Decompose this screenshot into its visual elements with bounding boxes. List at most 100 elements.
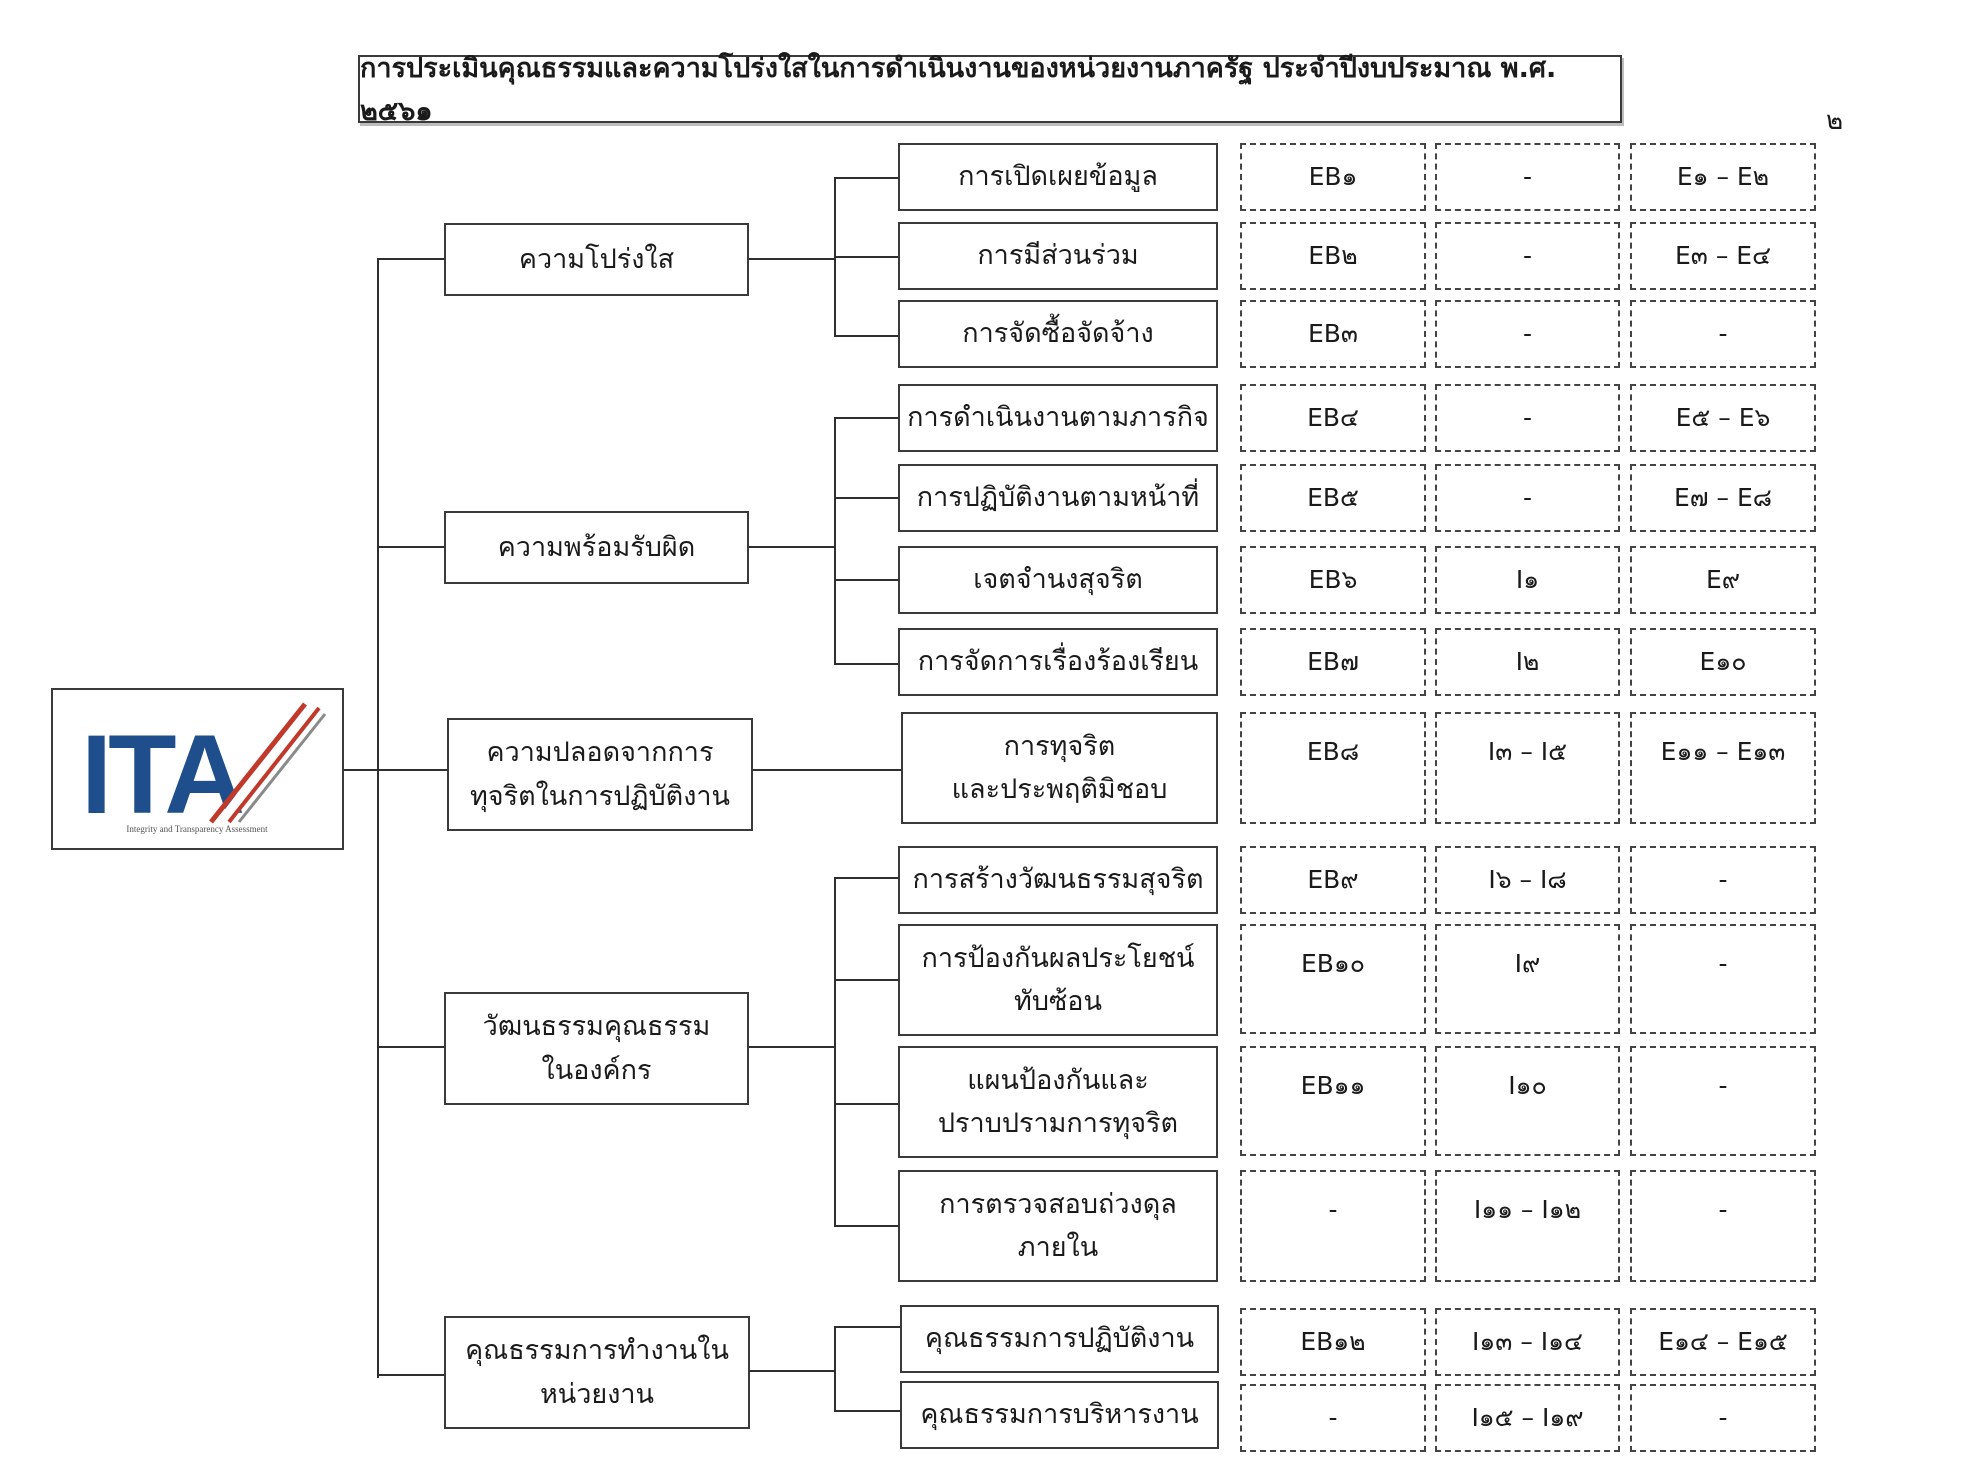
eb-value: EB๑๑ [1300,1071,1366,1100]
e-value: E๗ – E๘ [1673,483,1773,512]
indicator-label: เจตจำนงสุจริต [973,564,1143,596]
e-cell: E๕ – E๖ [1630,384,1816,452]
i-cell: - [1435,300,1620,368]
e-cell: E๑๔ – E๑๕ [1630,1308,1816,1376]
connector-line [377,258,379,1378]
connector-line [377,769,447,771]
connector-line [377,546,444,548]
i-cell: I๑๕ – I๑๙ [1435,1384,1620,1452]
indicator-box: การเปิดเผยข้อมูล [898,143,1218,211]
i-value: - [1522,483,1533,512]
i-cell: I๖ – I๘ [1435,846,1620,914]
connector-line [377,1374,444,1376]
category-corruption-free: ความปลอดจากการ ทุจริตในการปฏิบัติงาน [447,718,753,831]
connector-line [749,1046,836,1048]
e-cell: - [1630,1170,1816,1282]
i-cell: - [1435,464,1620,532]
eb-value: EB๑๒ [1300,1327,1366,1356]
i-cell: I๑๑ – I๑๒ [1435,1170,1620,1282]
e-value: E๑๐ [1699,647,1747,676]
indicator-box: การสร้างวัฒนธรรมสุจริต [898,846,1218,914]
ita-logo-subtitle: Integrity and Transparency Assessment [126,824,268,834]
i-value: - [1522,241,1533,270]
category-label-line2: ทุจริตในการปฏิบัติงาน [469,780,731,812]
connector-line [834,979,898,981]
indicator-label: การเปิดเผยข้อมูล [958,161,1158,193]
indicator-label-line1: การทุจริต [1003,730,1116,762]
connector-line [749,546,836,548]
e-value: E๓ – E๔ [1675,241,1771,270]
i-cell: - [1435,143,1620,211]
indicator-label: การสร้างวัฒนธรรมสุจริต [912,864,1204,896]
connector-line [834,417,836,665]
i-value: I๒ [1515,647,1540,676]
indicator-box: การทุจริต และประพฤติมิชอบ [901,712,1218,824]
eb-cell: - [1240,1170,1426,1282]
i-value: I๑ [1515,565,1540,594]
indicator-label-line1: แผนป้องกันและ [967,1064,1149,1096]
indicator-box: การมีส่วนร่วม [898,222,1218,290]
e-cell: E๑๑ – E๑๓ [1630,712,1816,824]
category-label-line1: คุณธรรมการทำงานใน [465,1335,729,1367]
indicator-label: การจัดการเรื่องร้องเรียน [917,646,1199,678]
connector-line [750,1370,836,1372]
i-cell: I๙ [1435,924,1620,1034]
i-value: - [1522,319,1533,348]
e-value: E๑๔ – E๑๕ [1658,1327,1788,1356]
indicator-box: การปฏิบัติงานตามหน้าที่ [898,464,1218,532]
connector-line [834,663,898,665]
indicator-box: แผนป้องกันและ ปราบปรามการทุจริต [898,1046,1218,1158]
i-value: I๑๕ – I๑๙ [1471,1403,1584,1432]
e-cell: E๑๐ [1630,628,1816,696]
category-accountability: ความพร้อมรับผิด [444,511,749,584]
eb-cell: EB๑ [1240,143,1426,211]
indicator-label-line2: ปราบปรามการทุจริต [937,1108,1179,1139]
e-value: - [1718,1195,1728,1224]
category-label-line2: หน่วยงาน [539,1378,655,1410]
i-value: - [1522,403,1533,432]
i-cell: I๑๐ [1435,1046,1620,1156]
connector-line [834,579,898,581]
indicator-label-line2: และประพฤติมิชอบ [951,774,1168,805]
eb-value: - [1328,1403,1338,1432]
category-work-integrity: คุณธรรมการทำงานใน หน่วยงาน [444,1316,750,1429]
indicator-label: คุณธรรมการบริหารงาน [920,1399,1199,1431]
connector-line [753,769,901,771]
connector-line [834,1326,836,1412]
connector-line [834,1326,900,1328]
eb-cell: EB๕ [1240,464,1426,532]
eb-cell: EB๑๑ [1240,1046,1426,1156]
indicator-label: การมีส่วนร่วม [977,240,1139,272]
category-label: ความพร้อมรับผิด [497,531,696,563]
indicator-label: การดำเนินงานตามภารกิจ [907,402,1209,434]
indicator-label-line1: การตรวจสอบถ่วงดุล [939,1188,1177,1220]
eb-cell: EB๗ [1240,628,1426,696]
e-value: - [1718,865,1728,894]
connector-line [377,1046,444,1048]
connector-line [834,497,898,499]
indicator-label: การปฏิบัติงานตามหน้าที่ [916,482,1200,514]
i-value: I๑๐ [1508,1071,1547,1100]
eb-cell: - [1240,1384,1426,1452]
eb-cell: EB๔ [1240,384,1426,452]
i-value: I๑๑ – I๑๒ [1473,1195,1582,1224]
eb-value: EB๒ [1308,241,1358,270]
e-cell: - [1630,846,1816,914]
e-cell: E๑ – E๒ [1630,143,1816,211]
eb-value: EB๓ [1307,319,1359,348]
i-value: I๙ [1514,949,1541,978]
indicator-box: การจัดการเรื่องร้องเรียน [898,628,1218,696]
connector-line [834,1410,900,1412]
indicator-label: การจัดซื้อจัดจ้าง [962,318,1154,350]
eb-value: EB๑๐ [1300,949,1366,978]
indicator-box: คุณธรรมการบริหารงาน [900,1381,1219,1449]
eb-cell: EB๖ [1240,546,1426,614]
eb-cell: EB๑๒ [1240,1308,1426,1376]
i-cell: - [1435,222,1620,290]
page-number: ๒ [1826,106,1844,136]
e-cell: E๙ [1630,546,1816,614]
indicator-label-line2: ภายใน [1017,1232,1099,1263]
e-value: - [1718,1071,1728,1100]
e-cell: - [1630,1384,1816,1452]
connector-line [834,877,898,879]
